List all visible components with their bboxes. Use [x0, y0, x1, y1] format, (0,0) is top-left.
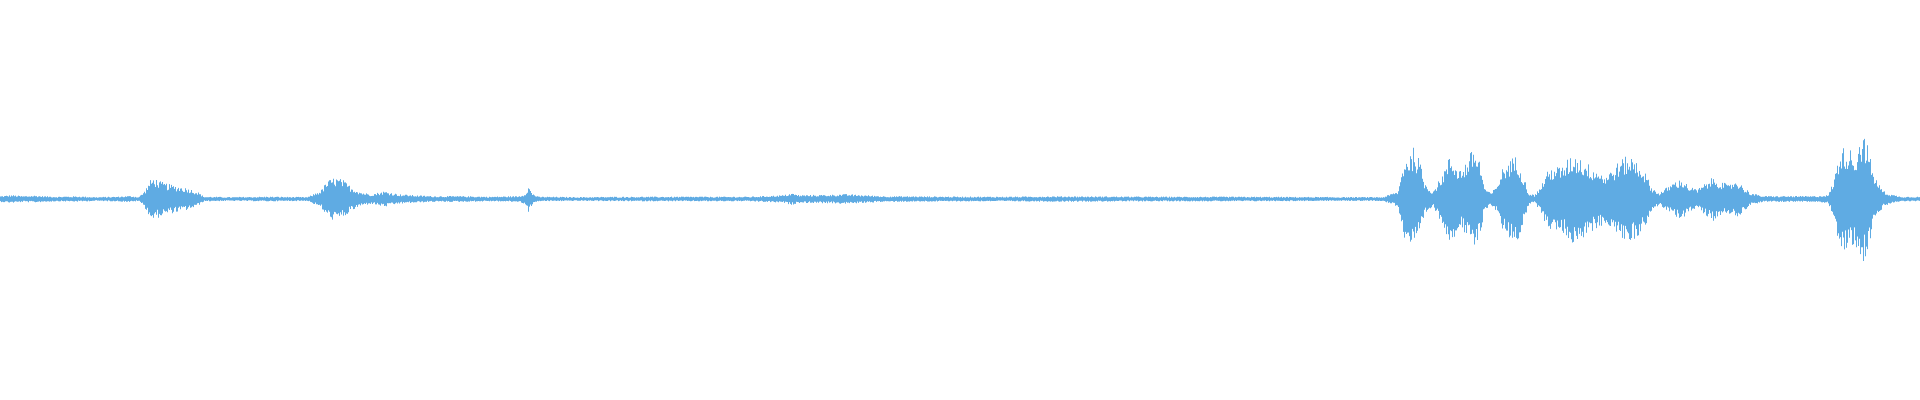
audio-waveform-view[interactable] — [0, 0, 1920, 400]
waveform-display[interactable] — [0, 0, 1920, 400]
